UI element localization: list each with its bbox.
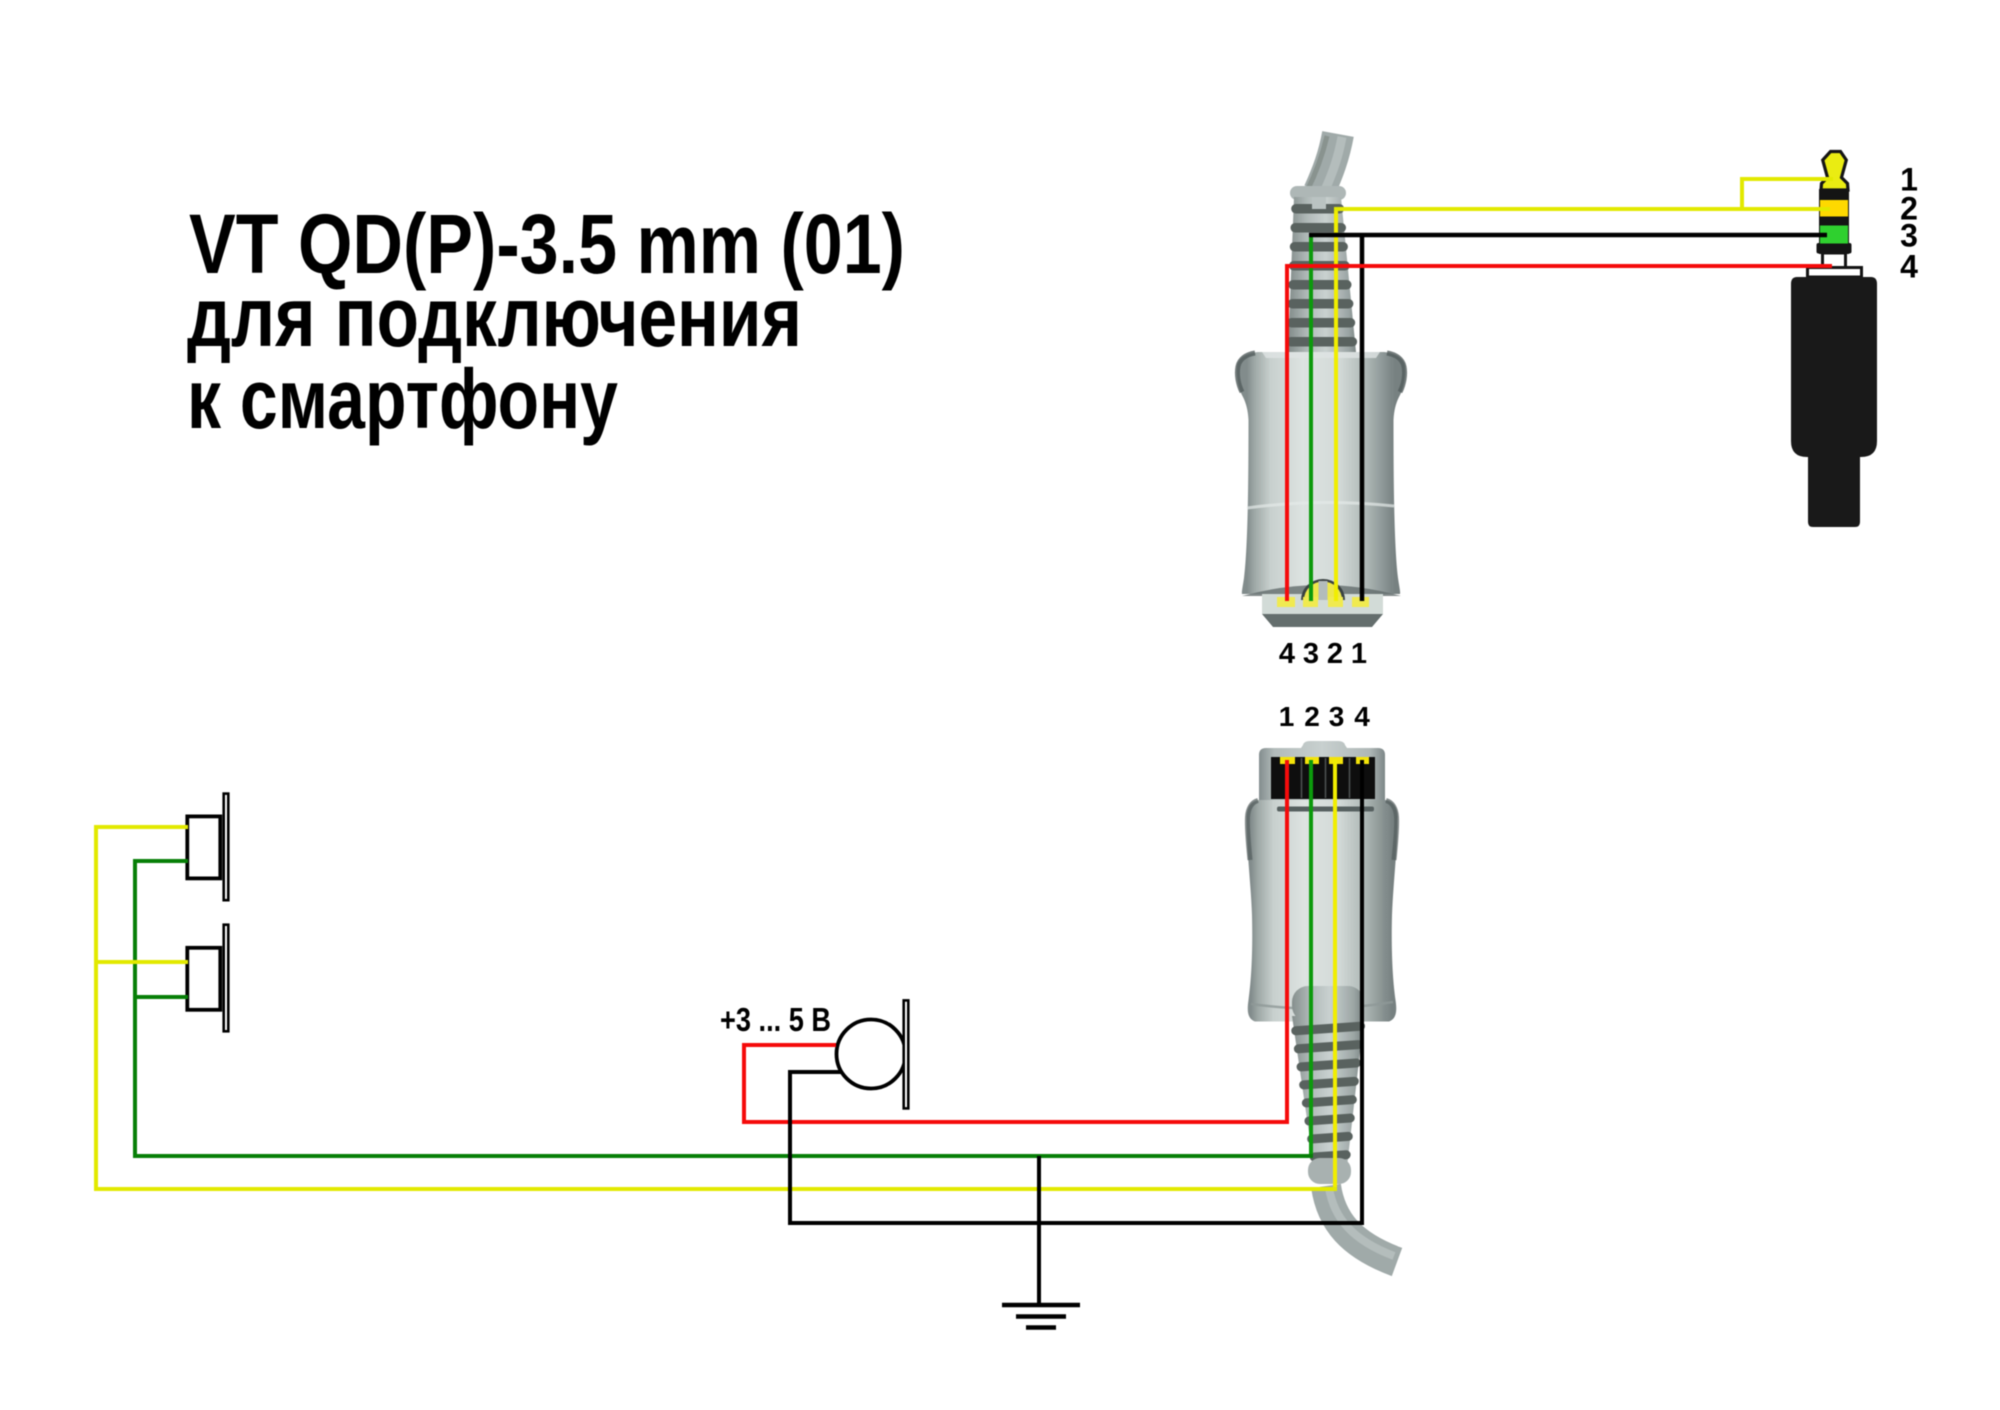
svg-text:4: 4 (1279, 638, 1295, 670)
svg-text:4: 4 (1354, 701, 1370, 732)
svg-text:4: 4 (1900, 249, 1918, 285)
svg-text:2: 2 (1327, 638, 1343, 670)
svg-text:VT QD(P)-3.5 mm (01): VT QD(P)-3.5 mm (01) (189, 197, 905, 291)
svg-text:1: 1 (1900, 162, 1918, 198)
svg-text:к смартфону: к смартфону (187, 352, 618, 446)
svg-text:3: 3 (1900, 218, 1918, 254)
svg-text:+3 ... 5 В: +3 ... 5 В (720, 1001, 831, 1038)
svg-text:3: 3 (1329, 701, 1345, 732)
svg-text:2: 2 (1900, 191, 1918, 227)
svg-text:2: 2 (1304, 701, 1320, 732)
svg-text:3: 3 (1303, 638, 1319, 670)
svg-text:1: 1 (1279, 701, 1295, 732)
svg-text:1: 1 (1351, 638, 1367, 670)
svg-text:для подключения: для подключения (187, 270, 802, 364)
